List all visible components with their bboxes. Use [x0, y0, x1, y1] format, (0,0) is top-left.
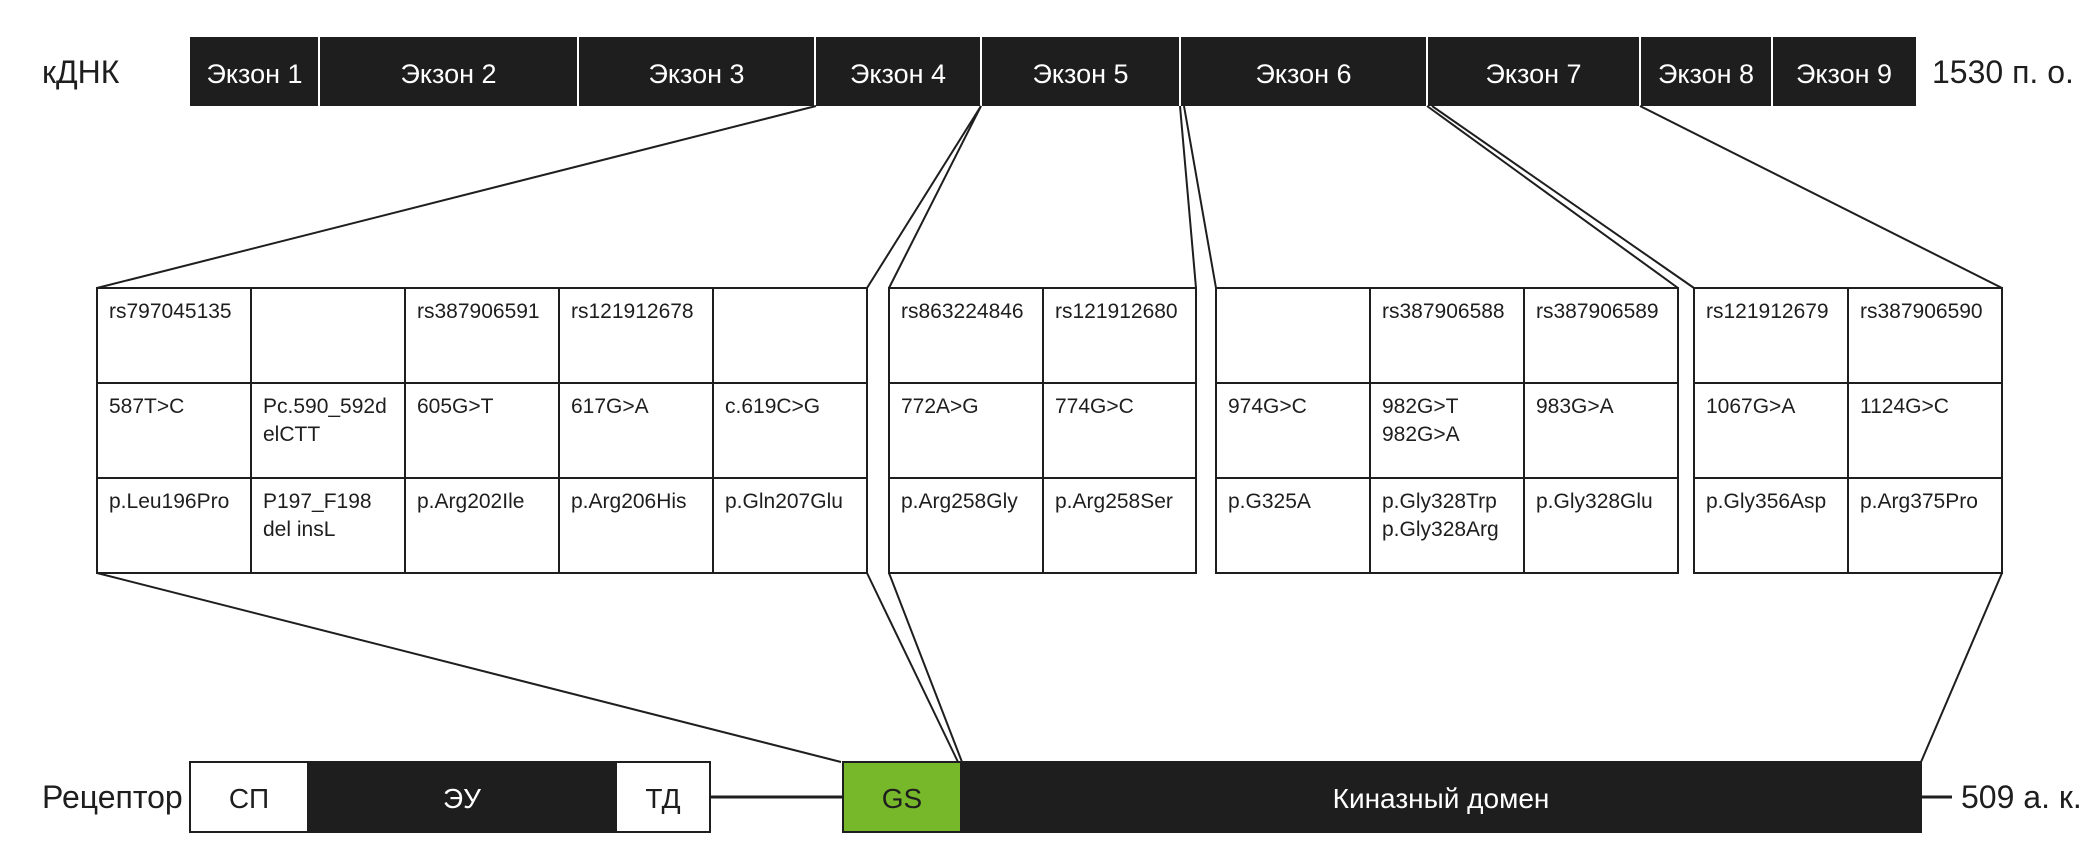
cell-protein-change: p.Gly356Asp	[1706, 490, 1826, 513]
exon-5-block	[981, 37, 1180, 106]
exon-8-block	[1640, 37, 1772, 106]
variant-table-exons-7-8: rs121912679 1067G>A p.Gly356Asp rs387906590…	[1693, 287, 2003, 574]
exon-bar: Экзон 1 Экзон 2 Экзон 3 Экзон 4 Экзон 5 Экзон…	[190, 37, 1916, 106]
cdna-label: кДНК	[42, 54, 120, 90]
connector-line	[1426, 105, 1679, 289]
connector-line	[866, 572, 959, 763]
cell-protein-change: p.G325A	[1228, 490, 1311, 513]
connector-line	[1920, 572, 2003, 763]
cell-rs-id: rs387906590	[1860, 300, 1983, 323]
transmembrane-domain-block	[615, 761, 711, 833]
exon-1-label: Экзон 1	[206, 59, 302, 89]
cdna-length-label: 1530 п. о.	[1932, 54, 2074, 90]
signal-peptide-label: СП	[229, 783, 269, 814]
cell-rs-id: rs863224846	[901, 300, 1024, 323]
cell-protein-change: p.Gly328Arg	[1382, 518, 1499, 541]
cell-cdna-change: elCTT	[263, 423, 320, 446]
connector-line	[1183, 105, 1217, 289]
connector-line	[1639, 105, 2003, 289]
cell-cdna-change: 774G>C	[1055, 395, 1134, 418]
connector-line	[866, 105, 982, 289]
exon-3-block	[578, 37, 815, 106]
cell-rs-id: rs121912679	[1706, 300, 1829, 323]
variant-table-exon-5: rs863224846 772A>G p.Arg258Gly rs121912680 7…	[888, 287, 1197, 574]
receptor-domain-bar: СП ЭУ ТД GS Киназный домен	[189, 761, 1952, 833]
cell-cdna-change: Pc.590_592d	[263, 395, 387, 418]
cell-cdna-change: c.619C>G	[725, 395, 820, 418]
cell-protein-change: p.Gln207Glu	[725, 490, 843, 513]
cell-rs-id: rs797045135	[109, 300, 232, 323]
table-frame	[96, 287, 868, 574]
cell-cdna-change: 587T>C	[109, 395, 184, 418]
exon-4-label: Экзон 4	[850, 59, 946, 89]
variant-table-exon-6: 974G>C p.G325A rs387906588 982G>T 982G>A p.Gl…	[1215, 287, 1679, 574]
cell-rs-id: rs387906588	[1382, 300, 1505, 323]
exon-2-block	[319, 37, 578, 106]
exon-4-block	[815, 37, 981, 106]
cell-cdna-change: 772A>G	[901, 395, 979, 418]
cell-protein-change: p.Arg206His	[571, 490, 687, 513]
cell-cdna-change: 1067G>A	[1706, 395, 1795, 418]
cell-protein-change: p.Arg258Ser	[1055, 490, 1173, 513]
cell-cdna-change: 974G>C	[1228, 395, 1307, 418]
receptor-length-label: 509 а. к.	[1961, 779, 2082, 815]
signal-peptide-block	[189, 761, 309, 833]
exon-7-block	[1427, 37, 1640, 106]
exon-8-label: Экзон 8	[1658, 59, 1754, 89]
connector-line	[96, 105, 817, 289]
exon-1-block	[190, 37, 319, 106]
exon-6-block	[1180, 37, 1427, 106]
exon-7-label: Экзон 7	[1485, 59, 1581, 89]
cell-protein-change: p.Arg375Pro	[1860, 490, 1978, 513]
kinase-domain-label: Киназный домен	[1333, 783, 1550, 814]
connector-line	[888, 105, 982, 289]
cell-protein-change: p.Arg202Ile	[417, 490, 524, 513]
cell-protein-change: p.Gly328Glu	[1536, 490, 1653, 513]
cell-rs-id: rs387906589	[1536, 300, 1659, 323]
exon-9-block	[1772, 37, 1916, 106]
variant-tables: rs797045135 587T>C p.Leu196Pro Pc.590_592de…	[96, 287, 2003, 574]
connector-line	[1431, 105, 1695, 289]
cell-protein-change: del insL	[263, 518, 335, 541]
cell-cdna-change: 982G>A	[1382, 423, 1460, 446]
transmembrane-domain-label: ТД	[645, 783, 680, 814]
exon-3-label: Экзон 3	[648, 59, 744, 89]
cell-cdna-change: 617G>A	[571, 395, 649, 418]
cell-protein-change: p.Arg258Gly	[901, 490, 1018, 513]
cell-cdna-change: 983G>A	[1536, 395, 1614, 418]
cell-rs-id: rs121912680	[1055, 300, 1178, 323]
connector-line	[96, 572, 842, 763]
cell-protein-change: p.Gly328Trp	[1382, 490, 1497, 513]
extracellular-domain-block	[307, 761, 617, 833]
cell-rs-id: rs121912678	[571, 300, 694, 323]
exon-2-label: Экзон 2	[400, 59, 496, 89]
variant-table-exons-3-4: rs797045135 587T>C p.Leu196Pro Pc.590_592de…	[96, 287, 868, 574]
cell-cdna-change: 605G>T	[417, 395, 494, 418]
kinase-domain-block	[960, 761, 1922, 833]
gs-domain-label: GS	[882, 783, 922, 814]
cell-protein-change: P197_F198	[263, 490, 372, 513]
cell-cdna-change: 1124G>C	[1860, 395, 1949, 418]
exon-9-label: Экзон 9	[1796, 59, 1892, 89]
connector-lines	[96, 105, 2003, 763]
connector-line	[1179, 105, 1197, 289]
exon-5-label: Экзон 5	[1032, 59, 1128, 89]
extracellular-domain-label: ЭУ	[443, 783, 481, 814]
connector-line	[888, 572, 963, 763]
cell-cdna-change: 982G>T	[1382, 395, 1459, 418]
table-frame	[1215, 287, 1679, 574]
exon-6-label: Экзон 6	[1255, 59, 1351, 89]
gs-domain-block	[842, 761, 962, 833]
cell-protein-change: p.Leu196Pro	[109, 490, 229, 513]
receptor-label: Рецептор	[42, 779, 183, 815]
cell-rs-id: rs387906591	[417, 300, 540, 323]
